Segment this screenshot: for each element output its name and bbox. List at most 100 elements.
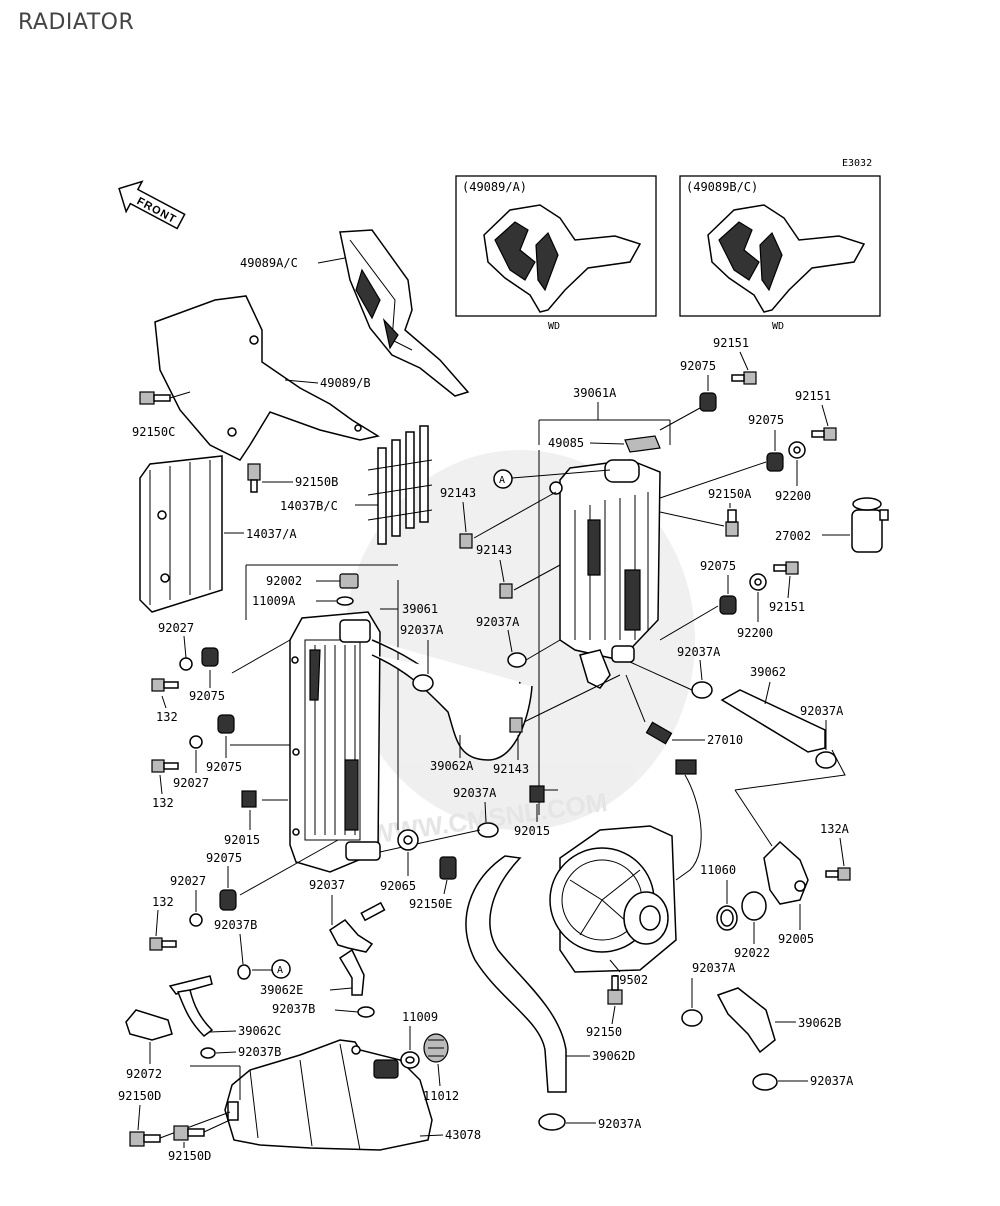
bolt-92143b: [499, 583, 513, 599]
label-39062d: 39062D: [592, 1049, 635, 1063]
marker-a-lower: A: [271, 959, 291, 979]
label-92075a: 92075: [189, 689, 225, 703]
grommet-92075e: [766, 452, 784, 472]
inset-right-title: (49089B/C): [686, 180, 758, 194]
label-14037bc: 14037B/C: [280, 499, 338, 513]
label-11012: 11012: [423, 1089, 459, 1103]
radiator-cap-92002: [339, 573, 359, 589]
washer-92200b: [749, 573, 767, 591]
label-92150d1: 92150D: [118, 1089, 161, 1103]
bolt-92150e: [439, 856, 457, 880]
label-92037b1: 92037B: [214, 918, 257, 932]
grommet-92075b: [217, 714, 235, 734]
clip-92015b: [529, 785, 545, 803]
label-132b: 132: [152, 796, 174, 810]
label-92037a7: 92037A: [598, 1117, 642, 1131]
label-92075d: 92075: [680, 359, 716, 373]
label-92075f: 92075: [700, 559, 736, 573]
label-92143c: 92143: [493, 762, 529, 776]
washer-92027a: [179, 657, 193, 671]
grommet-92075c: [219, 889, 237, 911]
hose-39062b: [716, 987, 776, 1054]
label-27010: 27010: [707, 733, 743, 747]
bolt-92151c: [773, 561, 799, 575]
page-title: RADIATOR: [18, 10, 135, 35]
front-arrow: FRONT: [118, 180, 186, 230]
label-92027c: 92027: [170, 874, 206, 888]
gasket-11009a: [336, 596, 354, 606]
label-92037a3: 92037A: [476, 615, 520, 629]
label-27002: 27002: [775, 529, 811, 543]
label-92075e: 92075: [748, 413, 784, 427]
hose-39062d: [465, 855, 567, 1093]
inset-right: (49089B/C) WD: [679, 175, 881, 332]
fan-assembly-59502: [549, 759, 702, 973]
label-39061: 39061: [402, 602, 438, 616]
radiator-shroud-upper: [339, 229, 470, 397]
label-92015a: 92015: [224, 833, 260, 847]
label-92037a1: 92037A: [400, 623, 444, 637]
label-92150: 92150: [586, 1025, 622, 1039]
label-92072: 92072: [126, 1067, 162, 1081]
clamp-92037a2: [477, 822, 499, 838]
label-39062e: 39062E: [260, 983, 303, 997]
grommet-92075a: [201, 647, 219, 667]
label-92002: 92002: [266, 574, 302, 588]
sensor-27010: [645, 721, 673, 745]
clamp-92037a8: [752, 1073, 778, 1091]
label-132a-right: 132A: [820, 822, 850, 836]
clamp-92037a5: [815, 751, 837, 769]
fitting-92005: [763, 840, 809, 905]
label-92037a2: 92037A: [453, 786, 497, 800]
label-132a: 132: [156, 710, 178, 724]
washer-92027c: [189, 913, 203, 927]
bolt-92150: [607, 975, 623, 1005]
label-14037a: 14037/A: [246, 527, 297, 541]
gasket-11060: [716, 905, 738, 931]
inset-left: (49089/A) WD: [455, 175, 657, 332]
bolt-92150d1: [129, 1131, 161, 1147]
bracket-92037: [329, 901, 386, 953]
bolt-92150a: [725, 509, 739, 537]
cap-11012: [423, 1033, 449, 1063]
clamp-92037b3: [200, 1047, 216, 1059]
radiator-right: [549, 459, 661, 689]
clamp-92037b2: [357, 1006, 375, 1018]
label-92037a8: 92037A: [810, 1074, 854, 1088]
clip-92015a: [241, 790, 257, 808]
marker-a-upper: A: [493, 469, 513, 489]
neck-reservoir: [373, 1059, 399, 1079]
label-92037b2: 92037B: [272, 1002, 315, 1016]
hose-39062c: [168, 975, 214, 1037]
label-92005: 92005: [778, 932, 814, 946]
bolt-132c: [149, 937, 177, 951]
bolt-92150d2: [173, 1125, 205, 1141]
label-11060: 11060: [700, 863, 736, 877]
grille-14037bc: [367, 425, 433, 545]
bolt-92151b: [811, 427, 837, 441]
label-49089b: 49089/B: [320, 376, 371, 390]
label-92200b: 92200: [737, 626, 773, 640]
clamp-92037a3: [507, 652, 527, 668]
label-92027b: 92027: [173, 776, 209, 790]
label-92150b: 92150B: [295, 475, 338, 489]
bolt-132a-right: [825, 867, 851, 881]
label-92150e: 92150E: [409, 897, 452, 911]
oring-92022: [741, 891, 767, 921]
bolt-92150c: [139, 391, 171, 405]
bolt-132b: [151, 759, 179, 773]
label-92037: 92037: [309, 878, 345, 892]
label-92037a5: 92037A: [800, 704, 844, 718]
label-92065: 92065: [380, 879, 416, 893]
label-92027a: 92027: [158, 621, 194, 635]
label-92151a: 92151: [713, 336, 749, 350]
hose-39062e: [338, 948, 365, 996]
gasket-11009: [400, 1051, 420, 1069]
washer-92200a: [788, 441, 806, 459]
label-92037b3: 92037B: [238, 1045, 281, 1059]
clamp-92037a4: [691, 681, 713, 699]
label-39062c: 39062C: [238, 1024, 281, 1038]
bolt-92143a: [459, 533, 473, 549]
diagram-code: E3032: [842, 158, 872, 169]
